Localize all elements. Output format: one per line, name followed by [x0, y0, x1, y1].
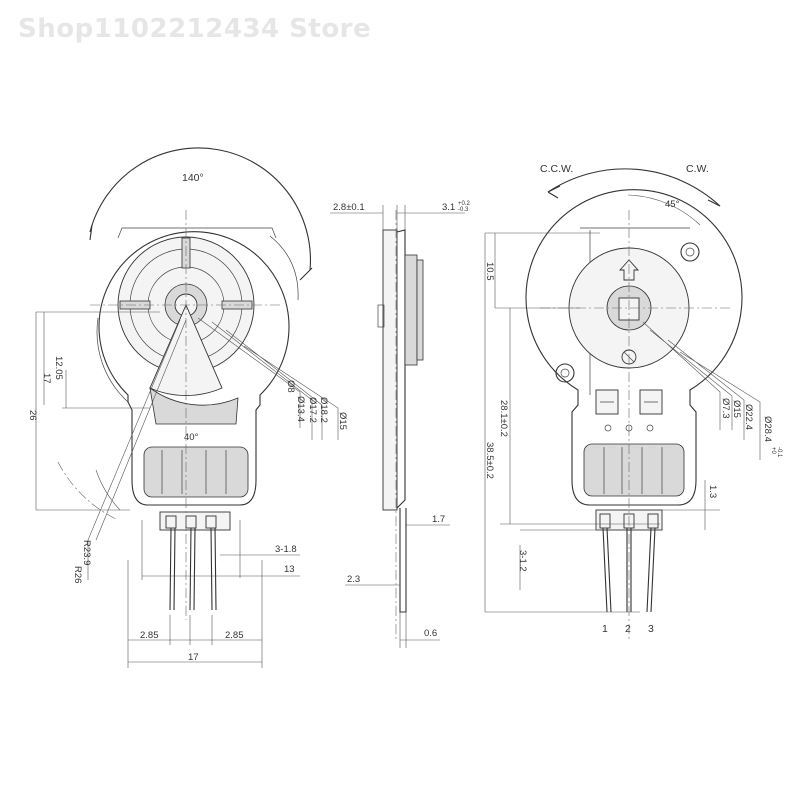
mount-hole-right	[680, 242, 700, 262]
dim-3-1: 3.1	[442, 202, 455, 213]
ccw-label: C.C.W.	[540, 163, 573, 175]
dim-1-7: 1.7	[432, 514, 445, 525]
dim-0-6: 0.6	[424, 628, 437, 639]
dim-2-3: 2.3	[347, 574, 360, 585]
dim-dia-7-3: Ø7.3	[720, 398, 731, 419]
dim-3-1-tol-minus: -0.3	[458, 207, 469, 213]
dim-dia-8: Ø8	[285, 380, 296, 393]
dim-13: 13	[284, 564, 295, 575]
rear-view: C.C.W. C.W. 45° 1 2 3	[484, 163, 782, 640]
dim-dia-15-rear: Ø15	[731, 400, 742, 418]
front-pins	[165, 515, 217, 611]
dim-12-05: 12.05	[53, 356, 64, 380]
side-pin	[399, 508, 407, 613]
pin-2-label: 2	[625, 623, 631, 635]
side-body	[382, 229, 398, 511]
dim-r23-9: R23.9	[81, 540, 92, 565]
front-view: 140° 40° 12.	[27, 147, 348, 668]
dim-3-1-tol-plus: +0.2	[458, 201, 471, 207]
dim-dia-28-4-tol-plus: +0	[770, 447, 776, 455]
dim-26: 26	[27, 410, 38, 421]
dim-17-vertical: 17	[41, 373, 52, 384]
dim-pin-width: 3-1.8	[275, 544, 297, 555]
dim-dia-15: Ø15	[337, 412, 348, 430]
dim-pin-width-rear: 3-1.2	[517, 550, 528, 572]
pin-1-label: 1	[602, 623, 608, 635]
dim-dia-17-2: Ø17.2	[307, 397, 318, 423]
dim-2-8: 2.8±0.1	[333, 202, 365, 213]
dim-1-3: 1.3	[707, 485, 718, 498]
dim-10-5: 10.5	[484, 262, 495, 281]
dim-17-overall: 17	[188, 652, 199, 663]
dim-dia-28-4-tol-minus: -0.1	[776, 447, 782, 458]
dim-dia-28-4: Ø28.4	[762, 416, 773, 442]
direction-arc	[547, 168, 721, 207]
store-watermark: Shop1102212434 Store	[18, 14, 372, 44]
window-angle-label: 40°	[184, 432, 199, 443]
cw-label: C.W.	[686, 163, 709, 175]
dim-38-5: 38.5±0.2	[484, 442, 495, 479]
rear-resistor-housing	[583, 443, 685, 497]
dim-dia-13-4: Ø13.4	[295, 396, 306, 422]
dim-r26: R26	[72, 566, 83, 583]
rear-body-outline	[525, 189, 743, 506]
dim-pitch-right: 2.85	[225, 630, 244, 641]
rear-angle-label: 45°	[665, 199, 680, 210]
dim-dia-22-4: Ø22.4	[743, 404, 754, 430]
dim-dia-18-2: Ø18.2	[318, 397, 329, 423]
front-body-outline	[98, 231, 290, 506]
resistor-housing	[143, 446, 249, 498]
dim-pitch-left: 2.85	[140, 630, 159, 641]
rotation-angle-label: 140°	[182, 172, 204, 184]
mount-hole-left	[555, 363, 575, 383]
pin-3-label: 3	[648, 623, 654, 635]
rotation-arc	[89, 147, 311, 271]
dim-28-1: 28.1±0.2	[498, 400, 509, 437]
side-view: 2.8±0.1 3.1 +0.2 -0.3 1.7 2.3 0.6	[330, 201, 471, 648]
